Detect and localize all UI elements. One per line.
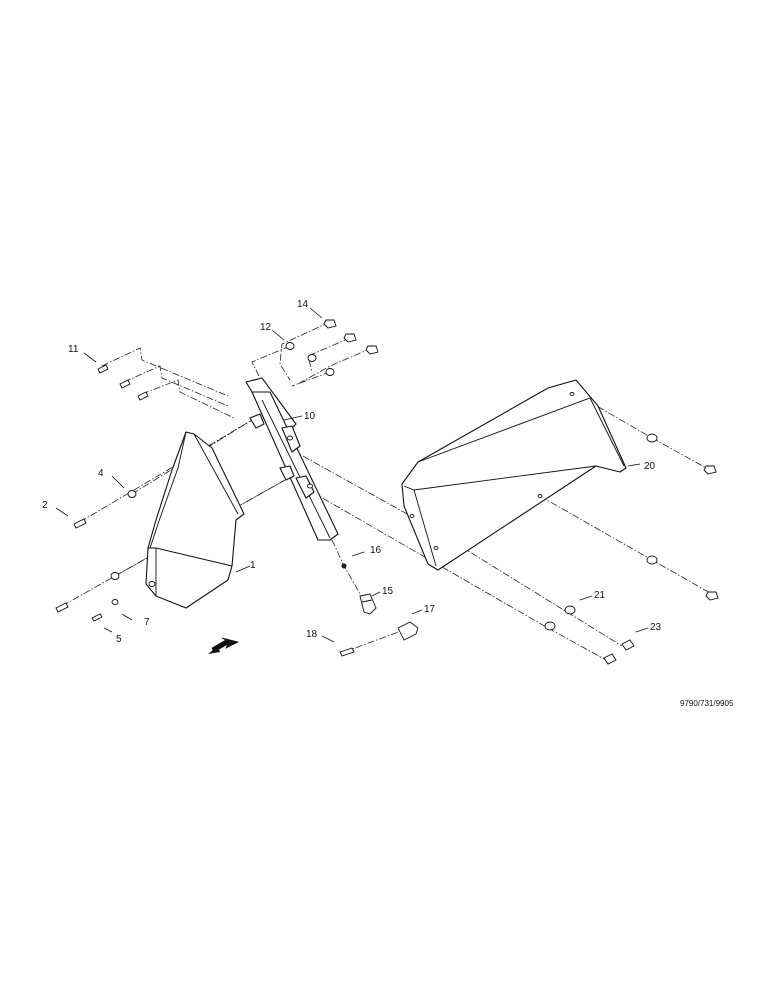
callout-16: 16 [370,545,382,556]
callout-14: 14 [297,299,309,310]
callout-2: 2 [42,500,48,511]
callout-15: 15 [382,586,394,597]
small-nut [341,563,347,569]
nut [343,333,357,343]
bolt [603,653,617,665]
washer [564,605,576,615]
hardware [55,319,719,665]
callout-11: 11 [68,344,79,355]
callout-17: 17 [424,604,436,615]
leader-lines [55,307,649,643]
arrow-down-left-icon [208,637,240,654]
callout-23: 23 [650,622,662,633]
callout-21: 21 [594,590,606,601]
washer [325,368,335,376]
bolt [55,602,69,613]
washer [111,599,119,605]
bolt [703,465,717,475]
washer [127,490,137,498]
callout-4: 4 [98,468,104,479]
bolt [91,613,103,622]
right-cover-panel [401,379,627,571]
callout-18: 18 [306,629,318,640]
nut [323,319,337,329]
callout-5: 5 [116,634,122,645]
bolt [73,518,87,529]
nut [365,345,379,355]
callouts: 11 4 2 1 5 7 10 12 14 16 15 17 18 20 21 … [42,299,662,645]
left-cover-panel [145,431,245,609]
drawing-reference: 9790/731/9905 [680,699,734,708]
washer [544,621,556,631]
pin [397,621,419,641]
callout-7: 7 [144,617,150,628]
grease-fitting [359,593,377,615]
assembly-lines [61,321,713,661]
callout-10: 10 [304,411,316,422]
washer [646,433,658,443]
bolt [621,639,635,651]
bolt [137,391,149,401]
callout-1: 1 [250,560,256,571]
washer [285,342,295,350]
mounting-bracket [245,377,339,541]
bolt [97,364,109,374]
washer [307,354,317,362]
washer [646,555,658,565]
bolt [705,591,719,601]
callout-20: 20 [644,461,656,472]
washer [110,572,120,580]
callout-12: 12 [260,322,272,333]
bolt [339,647,355,657]
bolt [119,379,131,389]
